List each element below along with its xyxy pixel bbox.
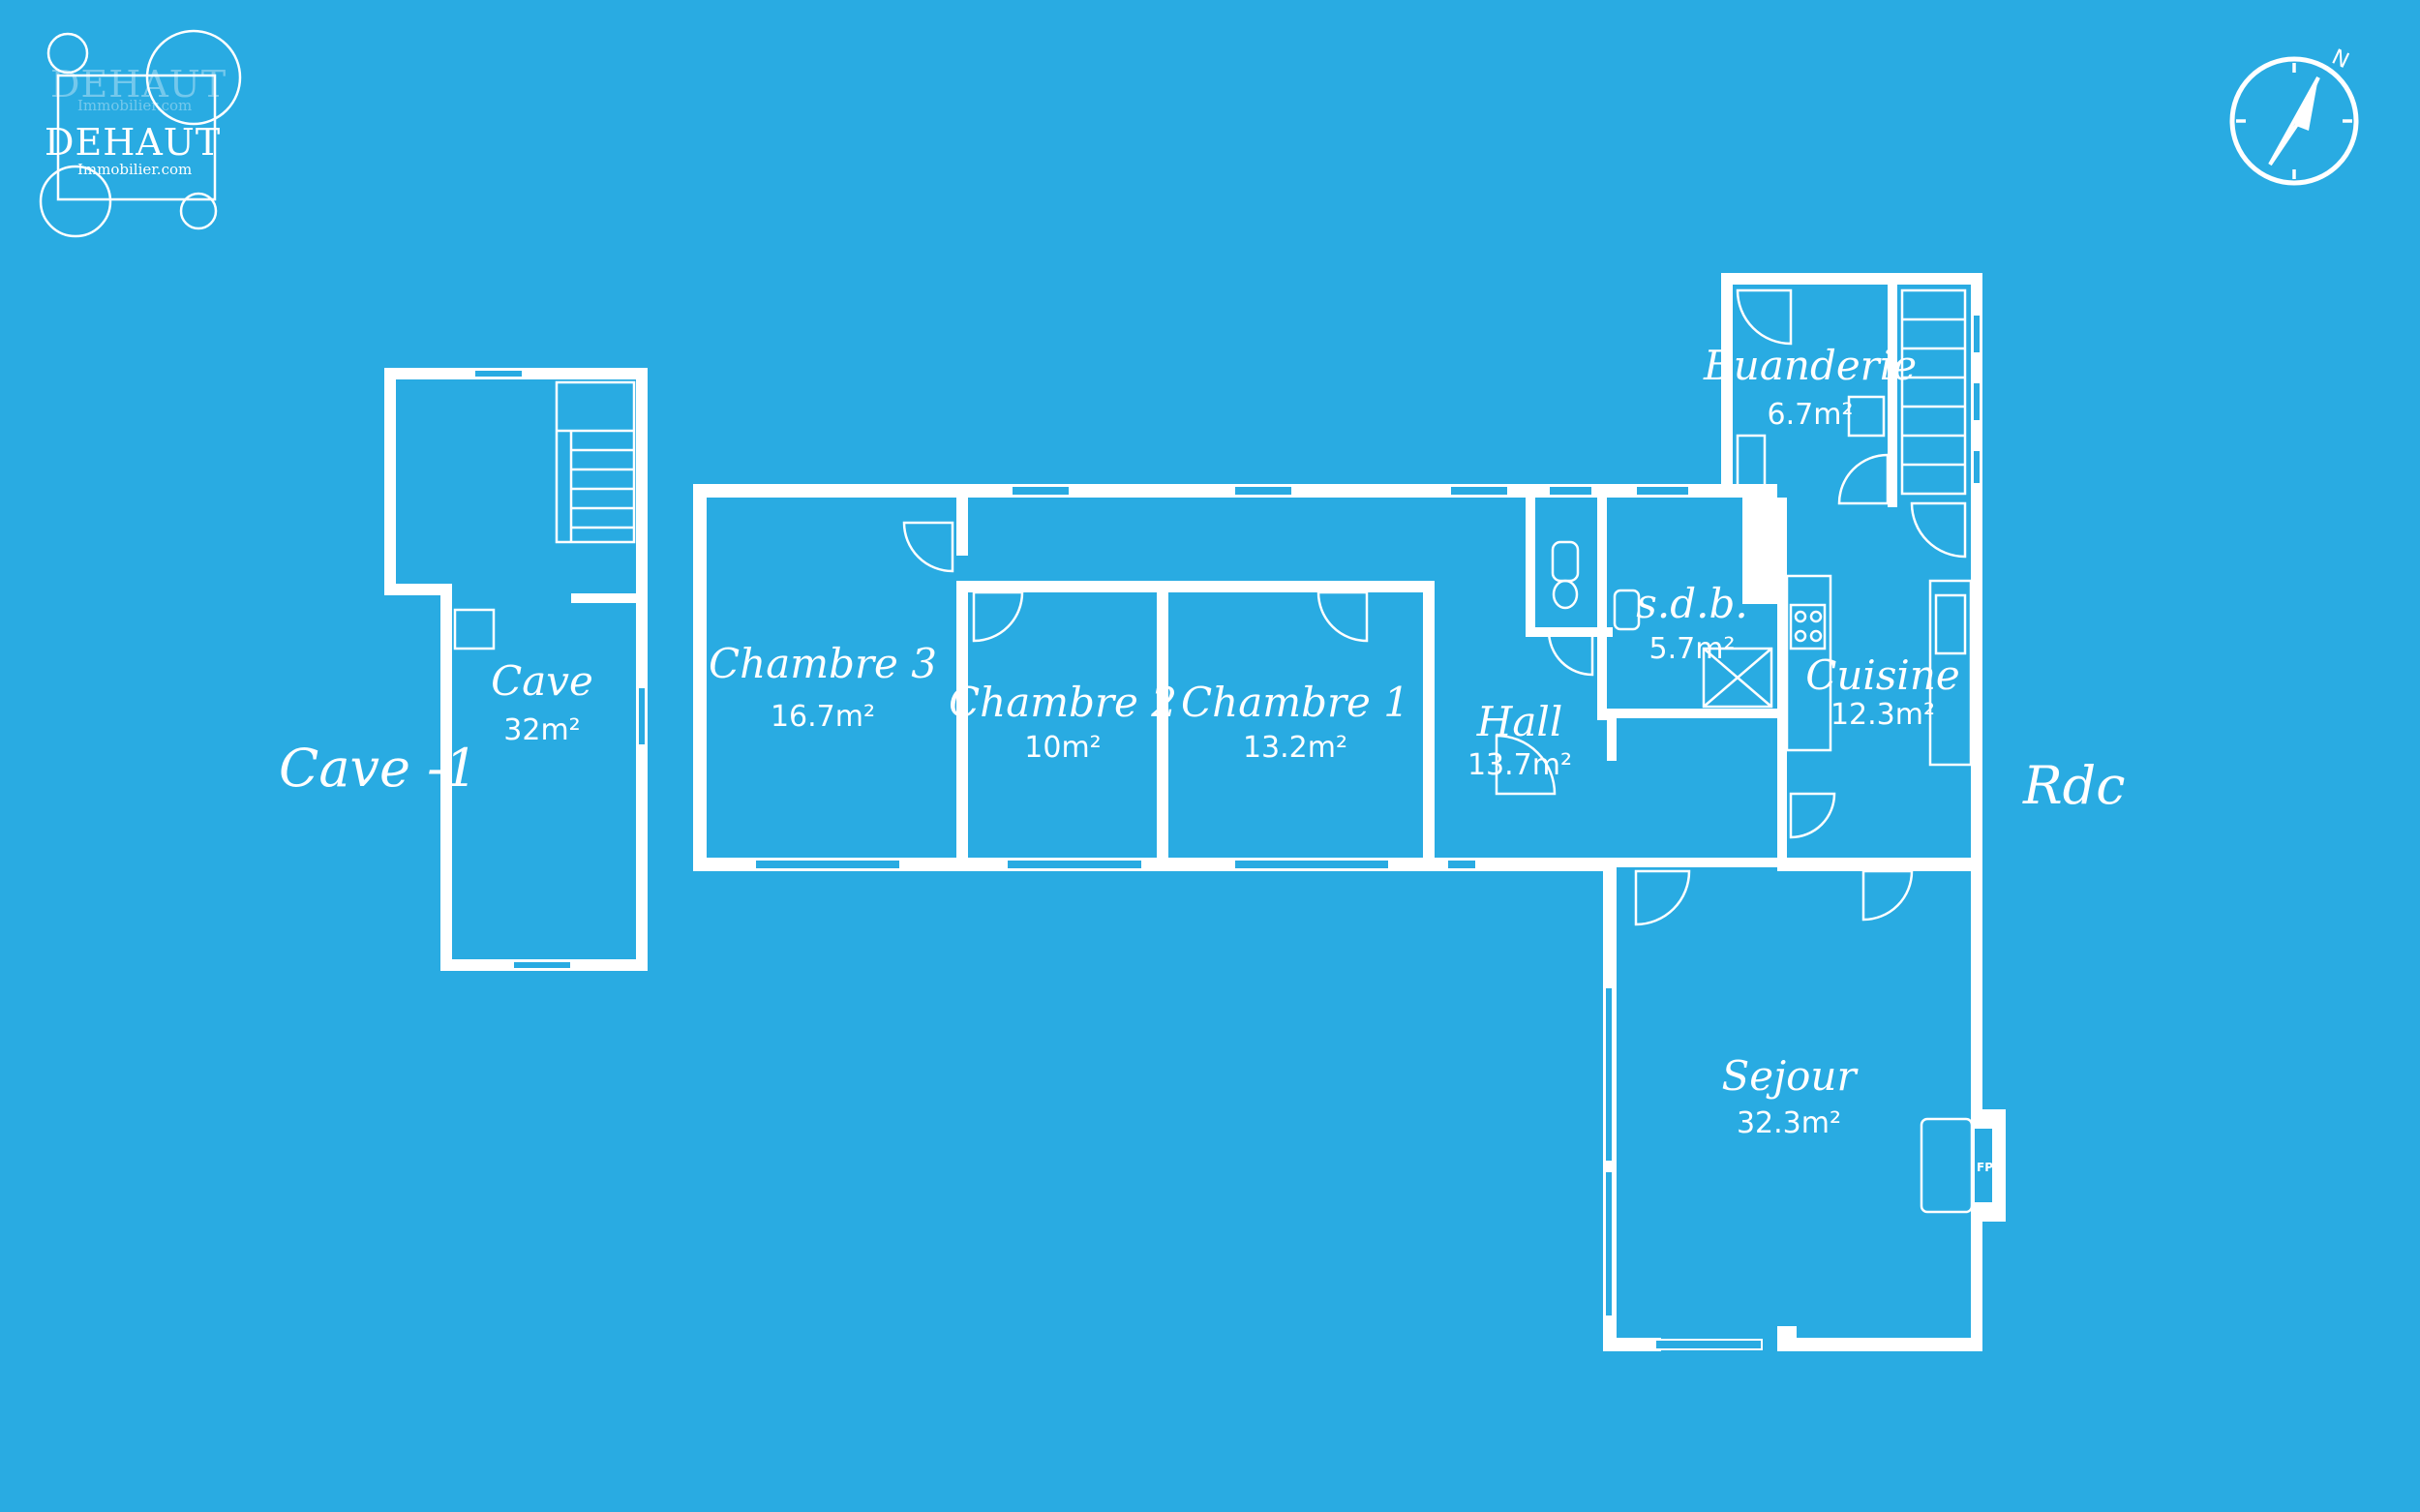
room-area: 5.7m² — [1649, 632, 1736, 666]
logo-name: DEHAUT — [45, 121, 221, 164]
fireplace-label: FP — [1977, 1161, 1993, 1174]
logo-circle-small — [179, 192, 218, 230]
room-area: 32m² — [503, 713, 580, 747]
room-chambre-3: Chambre 3 16.7m² — [709, 640, 937, 734]
room-area: 13.2m² — [1243, 731, 1347, 765]
dehaut-logo: DEHAUT Immobilier.com DEHAUT Immobilier.… — [39, 29, 242, 238]
room-name: s.d.b. — [1636, 580, 1747, 627]
room-buanderie: Buanderie 6.7m² — [1703, 342, 1917, 432]
room-area: 16.7m² — [771, 700, 875, 734]
cave-stairs — [555, 380, 636, 544]
room-name: Chambre 3 — [709, 640, 937, 687]
rdc-floor: FP — [693, 273, 2006, 1351]
room-name: Cave — [491, 657, 593, 705]
fireplace: FP — [1920, 1109, 2006, 1222]
cave-floor — [384, 368, 648, 971]
logo-circle-top — [145, 29, 242, 126]
room-area: 6.7m² — [1768, 398, 1854, 432]
room-chambre-2: Chambre 2 10m² — [949, 679, 1177, 765]
room-sdb: s.d.b. 5.7m² — [1636, 580, 1747, 666]
room-cave: Cave 32m² — [491, 657, 593, 747]
logo-ghost-name: DEHAUT — [50, 63, 227, 106]
room-area: 13.7m² — [1467, 748, 1572, 782]
room-name: Chambre 2 — [949, 679, 1177, 726]
room-chambre-1: Chambre 1 13.2m² — [1181, 679, 1409, 765]
floor-label-cave: Cave -1 — [279, 738, 478, 799]
floor-label-rdc: Rdc — [2022, 755, 2125, 816]
room-name: Cuisine — [1805, 651, 1960, 699]
logo-ghost-sub: Immobilier.com — [77, 97, 192, 114]
compass-icon: N — [2229, 45, 2359, 186]
logo-frame — [56, 74, 217, 201]
room-name: Sejour — [1721, 1052, 1859, 1100]
logo-sub: Immobilier.com — [77, 161, 192, 178]
room-name: Hall — [1476, 698, 1563, 745]
room-area: 10m² — [1024, 731, 1101, 765]
room-sejour: Sejour 32.3m² — [1721, 1052, 1859, 1140]
room-name: Chambre 1 — [1181, 679, 1409, 726]
rdc-stairs — [1900, 288, 1967, 496]
logo-circle-bottom — [39, 165, 112, 238]
room-hall: Hall 13.7m² — [1467, 698, 1572, 782]
logo-circle-tiny — [46, 32, 89, 75]
room-area: 12.3m² — [1830, 698, 1935, 732]
room-name: Buanderie — [1703, 342, 1917, 389]
room-cuisine: Cuisine 12.3m² — [1805, 651, 1960, 732]
room-area: 32.3m² — [1737, 1106, 1841, 1140]
